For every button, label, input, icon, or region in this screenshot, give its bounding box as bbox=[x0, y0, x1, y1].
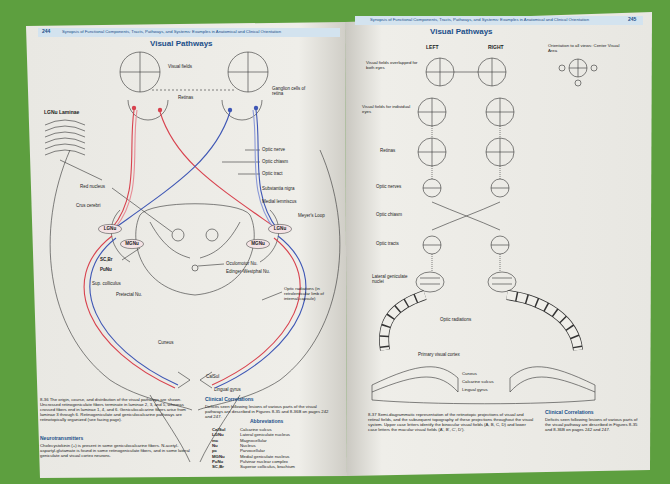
right-page bbox=[345, 12, 652, 476]
nucleus-shape bbox=[246, 239, 269, 248]
part-label: Oculomotor Nu. bbox=[226, 261, 276, 266]
nucleus-name: MGNu bbox=[246, 239, 270, 249]
nucleus-name: LGNu bbox=[98, 224, 122, 234]
part-label: Optic radiations bbox=[440, 317, 500, 322]
running-header: Synopsis of Functional Components, Tract… bbox=[62, 30, 334, 35]
figure-caption: 8-36 The origin, course, and distributio… bbox=[40, 397, 196, 422]
body-text: Deficits seen following lesions of vario… bbox=[205, 404, 335, 419]
abbreviation-definition: Nucleus bbox=[240, 443, 340, 448]
part-label: CalSul bbox=[206, 374, 231, 379]
abbreviation-definition: Lateral geniculate nucleus bbox=[240, 432, 340, 437]
nucleus-oval: MGNu bbox=[120, 239, 144, 249]
part-label: Lateral geniculate nuclei bbox=[372, 274, 416, 285]
part-label: Primary visual cortex bbox=[418, 352, 488, 357]
part-label: Optic chiasm bbox=[262, 159, 317, 164]
nucleus-shape bbox=[98, 224, 121, 233]
ganglion-cells bbox=[132, 106, 258, 112]
abbreviation-term: SC,Br bbox=[212, 464, 239, 469]
abbreviation-term: Nu bbox=[212, 443, 239, 448]
abbreviation-definition: Magnocellular bbox=[240, 438, 340, 443]
nucleus-name: LGNu bbox=[268, 224, 292, 234]
nucleus-oval: LGNu bbox=[268, 224, 292, 234]
left-page bbox=[26, 22, 347, 478]
body-text: Deficits seen following lesions of vario… bbox=[545, 417, 641, 432]
part-label: LGNu Laminae bbox=[44, 110, 94, 116]
part-label: Ganglion cells of retina bbox=[272, 86, 312, 97]
body-text: Cholecystokinin (+) is present in some g… bbox=[40, 443, 192, 458]
abbreviation-term: pc bbox=[212, 448, 239, 453]
abbreviation-definition: Medial geniculate nucleus bbox=[240, 454, 340, 459]
part-label: Red nucleus bbox=[80, 184, 120, 189]
abbreviation-term: PuNu bbox=[212, 459, 239, 464]
abbreviation-term: CalSul bbox=[212, 427, 239, 432]
page-number: 245 bbox=[628, 17, 648, 23]
nucleus-oval: MGNu bbox=[246, 239, 270, 249]
part-label: Lingual gyrus bbox=[462, 387, 507, 392]
part-label: Lingual gyrus bbox=[214, 387, 254, 392]
part-label: SC,Br bbox=[100, 257, 125, 262]
part-label: Edinger-Westphal Nu. bbox=[226, 269, 286, 274]
section-heading: Neurotransmitters bbox=[40, 436, 140, 442]
figure-caption: 8-37 Semi-diagrammatic representation of… bbox=[368, 412, 534, 432]
nucleus-shape bbox=[120, 239, 143, 248]
abbreviation-definition: Pulvinar nuclear complex bbox=[240, 459, 340, 464]
part-label: Visual fields bbox=[168, 64, 208, 69]
part-label: Optic tract bbox=[262, 171, 317, 176]
part-label: PuNu bbox=[100, 267, 125, 272]
header-band bbox=[355, 16, 643, 25]
side-label: LEFT bbox=[426, 45, 446, 51]
part-label: Visual fields for individual eyes bbox=[362, 104, 416, 114]
part-label: Orientation to all views: Center Visual … bbox=[548, 43, 620, 53]
section-heading: Abbreviations bbox=[250, 419, 330, 425]
part-label: Cuneus bbox=[158, 340, 188, 345]
part-label: Retinas bbox=[178, 95, 208, 100]
nucleus-oval: LGNu bbox=[98, 224, 122, 234]
part-label: Optic radiations (in retrolenticular lim… bbox=[284, 286, 339, 301]
part-label: Optic nerve bbox=[262, 147, 317, 152]
part-label: Optic nerves bbox=[376, 184, 421, 189]
section-heading: Clinical Correlations bbox=[545, 410, 635, 416]
abbreviation-term: mc bbox=[212, 438, 239, 443]
part-label: Meyer's Loop bbox=[298, 213, 338, 218]
page-number: 244 bbox=[42, 29, 62, 35]
abbreviation-definition: Calcarine sulcus bbox=[240, 427, 340, 432]
nucleus-name: MGNu bbox=[120, 239, 144, 249]
part-label: Sup. colliculus bbox=[92, 281, 137, 286]
abbreviation-term: MGNu bbox=[212, 454, 239, 459]
header-band bbox=[38, 28, 340, 37]
abbreviation-definition: Superior colliculus, brachium bbox=[240, 464, 340, 469]
part-label: Optic chiasm bbox=[376, 212, 421, 217]
side-label: RIGHT bbox=[488, 45, 513, 51]
part-label: Visual fields overlapped for both eyes bbox=[366, 60, 418, 70]
part-label: Pretectal Nu. bbox=[116, 292, 161, 297]
part-label: Cuneus bbox=[462, 371, 502, 376]
part-label: Retinas bbox=[380, 148, 415, 153]
abbreviation-definition: Parvocellular bbox=[240, 448, 340, 453]
nucleus-shape bbox=[268, 224, 291, 233]
abbreviation-term: LGNu bbox=[212, 432, 239, 437]
running-header: Synopsis of Functional Components, Tract… bbox=[370, 18, 622, 23]
part-label: Calcarine sulcus bbox=[462, 379, 507, 384]
part-label: Crus cerebri bbox=[76, 203, 116, 208]
part-label: Substantia nigra bbox=[262, 186, 317, 191]
page-title: Visual Pathways bbox=[430, 27, 560, 36]
section-heading: Clinical Correlations bbox=[205, 397, 325, 403]
page-title: Visual Pathways bbox=[150, 39, 280, 48]
part-label: Optic tracts bbox=[376, 241, 421, 246]
retinotopic-drawing bbox=[372, 58, 597, 404]
part-label: Medial lemniscus bbox=[262, 199, 317, 204]
